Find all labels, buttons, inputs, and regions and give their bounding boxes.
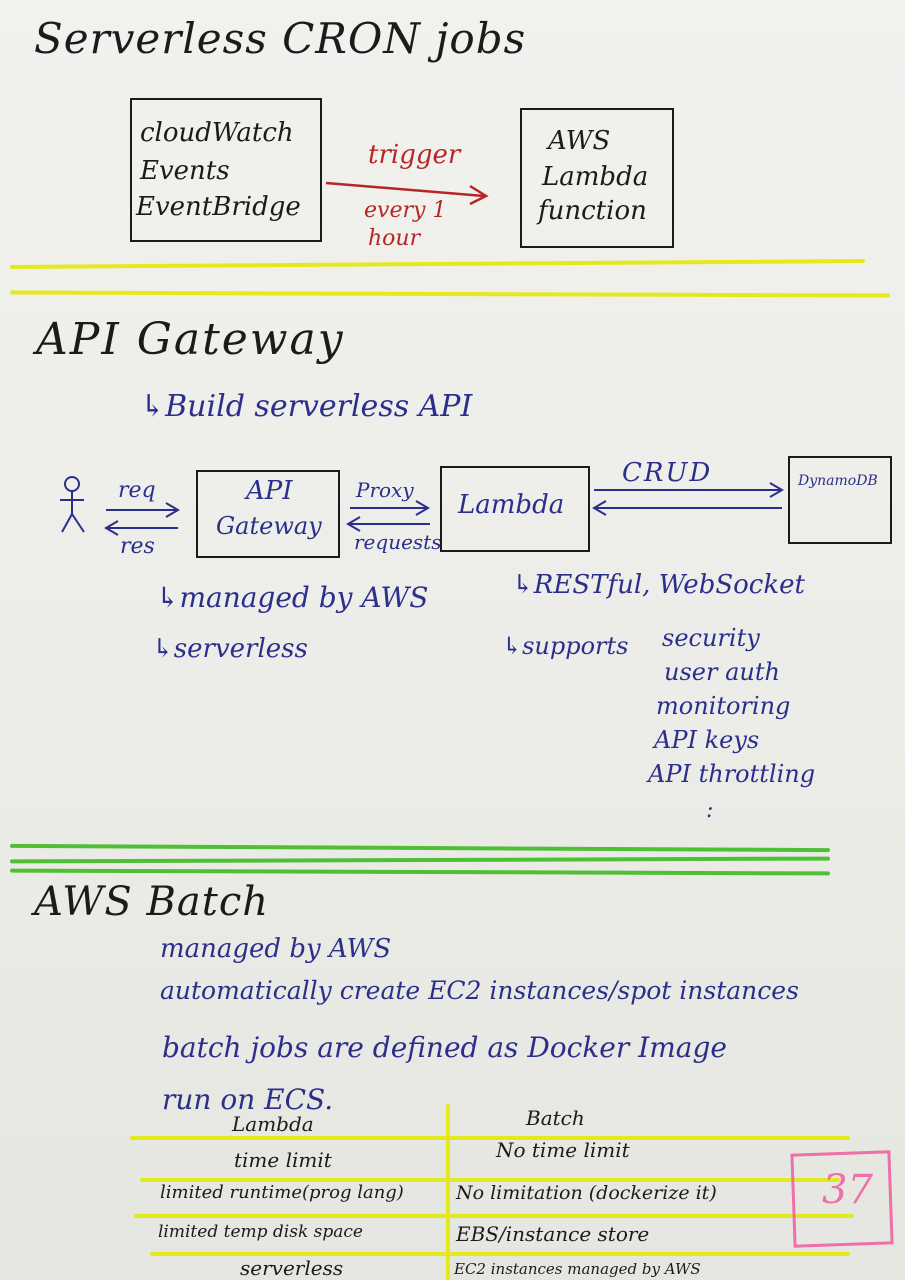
api-gateway-box (196, 470, 340, 558)
page-number: 37 (822, 1167, 873, 1213)
lambda-label: Lambda (458, 490, 565, 520)
proxy-label: Proxy (356, 478, 414, 502)
table-header-batch: Batch (526, 1106, 585, 1130)
table-row-1-batch: No time limit (496, 1138, 630, 1162)
requests-label: requests (354, 530, 442, 554)
supports-item-api-keys: API keys (654, 726, 760, 754)
api-gateway-line-2: Gateway (216, 512, 322, 540)
table-header-lambda: Lambda (232, 1112, 314, 1136)
crud-label: CRUD (622, 458, 713, 488)
table-vertical-divider (446, 1104, 450, 1280)
event-source-line-1: cloudWatch (140, 118, 294, 148)
trigger-arrow (325, 181, 489, 206)
supports-item-api-throttling: API throttling (648, 760, 816, 788)
table-row-2-batch: No limitation (dockerize it) (456, 1182, 717, 1204)
user-stick-figure-icon (60, 476, 85, 533)
api-gateway-line-1: API (246, 476, 293, 506)
cron-title: Serverless CRON jobs (34, 14, 527, 63)
table-row-2-lambda: limited runtime(prog lang) (160, 1182, 404, 1203)
res-label: res (120, 534, 155, 559)
table-row-3-lambda: limited temp disk space (158, 1222, 363, 1242)
note-supports: ↳supports (502, 632, 629, 660)
batch-line-1: managed by AWS (160, 934, 392, 964)
supports-item-more: : (706, 798, 714, 823)
schedule-line-1: every 1 (364, 198, 447, 223)
note-managed-by-aws: ↳managed by AWS (156, 581, 429, 614)
supports-item-user-auth: user auth (664, 658, 780, 686)
batch-line-2: automatically create EC2 instances/spot … (160, 976, 799, 1005)
batch-title: AWS Batch (34, 879, 269, 925)
batch-line-4: run on ECS. (162, 1083, 334, 1116)
table-row-1-lambda: time limit (234, 1148, 332, 1172)
dynamodb-label: DynamoDB (798, 473, 878, 489)
note-serverless: ↳serverless (152, 634, 308, 664)
supports-item-monitoring: monitoring (656, 692, 791, 720)
note-restful: ↳RESTful, WebSocket (512, 570, 805, 600)
supports-item-security: security (662, 624, 760, 652)
lambda-target-line-1: AWS (548, 126, 611, 156)
table-row-3-batch: EBS/instance store (456, 1222, 650, 1246)
event-source-line-3: EventBridge (136, 192, 301, 222)
trigger-label: trigger (368, 140, 461, 170)
lambda-target-line-3: function (538, 196, 647, 226)
event-source-line-2: Events (140, 156, 230, 186)
schedule-line-2: hour (368, 226, 421, 251)
lambda-target-box (520, 108, 674, 248)
api-subtitle: ↳Build serverless API (140, 389, 473, 424)
req-label: req (118, 478, 156, 503)
event-source-box (130, 98, 322, 242)
dynamodb-box (788, 456, 892, 544)
table-row-4-lambda: serverless (240, 1256, 344, 1280)
batch-line-3: batch jobs are defined as Docker Image (162, 1031, 727, 1064)
api-title: API Gateway (36, 314, 345, 365)
table-row-4-batch: EC2 instances managed by AWS (454, 1260, 701, 1278)
lambda-target-line-2: Lambda (542, 162, 649, 192)
lambda-box (440, 466, 590, 552)
